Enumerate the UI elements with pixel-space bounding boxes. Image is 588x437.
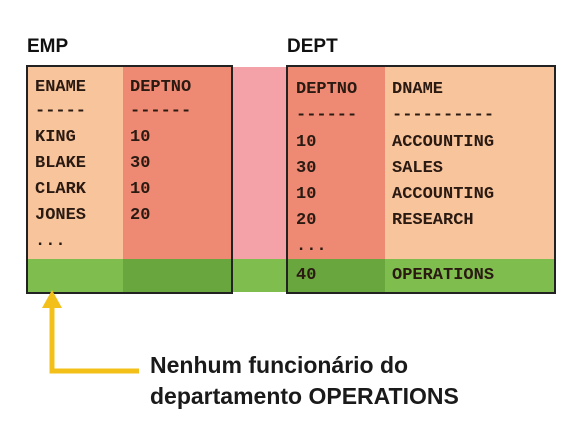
caption-line-2: departamento OPERATIONS	[150, 383, 459, 409]
dept-ellipsis: ...	[296, 237, 327, 256]
emp-header-ename: ENAME	[35, 78, 87, 97]
emp-row-deptno: 30	[130, 154, 151, 173]
dept-unmatched-deptno: 40	[296, 266, 317, 285]
dept-row-deptno: 10	[296, 133, 317, 152]
emp-row-deptno: 10	[130, 128, 151, 147]
dept-unmatched-row	[288, 259, 554, 292]
emp-deptno-column-bg	[123, 67, 231, 292]
unmatched-row-band	[232, 259, 288, 292]
emp-separator-deptno: ------	[130, 102, 192, 121]
dept-row-dname: ACCOUNTING	[392, 133, 495, 152]
dept-table-title: DEPT	[287, 36, 338, 57]
emp-row-ename: CLARK	[35, 180, 87, 199]
dept-unmatched-dname: OPERATIONS	[392, 266, 495, 285]
caption: Nenhum funcionário do departamento OPERA…	[150, 350, 459, 412]
dept-header-dname: DNAME	[392, 80, 444, 99]
emp-row-deptno: 10	[130, 180, 151, 199]
emp-table: ENAME DEPTNO ----- ------ KING 10 BLAKE …	[26, 65, 233, 294]
dept-row-deptno: 30	[296, 159, 317, 178]
emp-row-ename: KING	[35, 128, 76, 147]
dept-dname-column-bg	[385, 67, 554, 292]
caption-line-1: Nenhum funcionário do	[150, 352, 409, 378]
emp-table-title: EMP	[27, 36, 69, 57]
dept-row-dname: SALES	[392, 159, 444, 178]
emp-row-ename: BLAKE	[35, 154, 87, 173]
dept-row-deptno: 20	[296, 211, 317, 230]
join-band	[232, 67, 288, 259]
dept-row-dname: ACCOUNTING	[392, 185, 495, 204]
dept-row-deptno: 10	[296, 185, 317, 204]
dept-separator-dname: ----------	[392, 106, 495, 125]
emp-ellipsis: ...	[35, 232, 66, 251]
dept-header-deptno: DEPTNO	[296, 80, 358, 99]
emp-header-deptno: DEPTNO	[130, 78, 192, 97]
emp-row-deptno: 20	[130, 206, 151, 225]
emp-separator-ename: -----	[35, 102, 87, 121]
emp-empty-row	[28, 259, 231, 292]
dept-table: DEPTNO DNAME ------ ---------- 10 ACCOUN…	[286, 65, 556, 294]
dept-row-dname: RESEARCH	[392, 211, 474, 230]
dept-separator-deptno: ------	[296, 106, 358, 125]
emp-row-ename: JONES	[35, 206, 87, 225]
emp-ename-column-bg	[28, 67, 123, 292]
dept-deptno-column-bg	[288, 67, 385, 292]
